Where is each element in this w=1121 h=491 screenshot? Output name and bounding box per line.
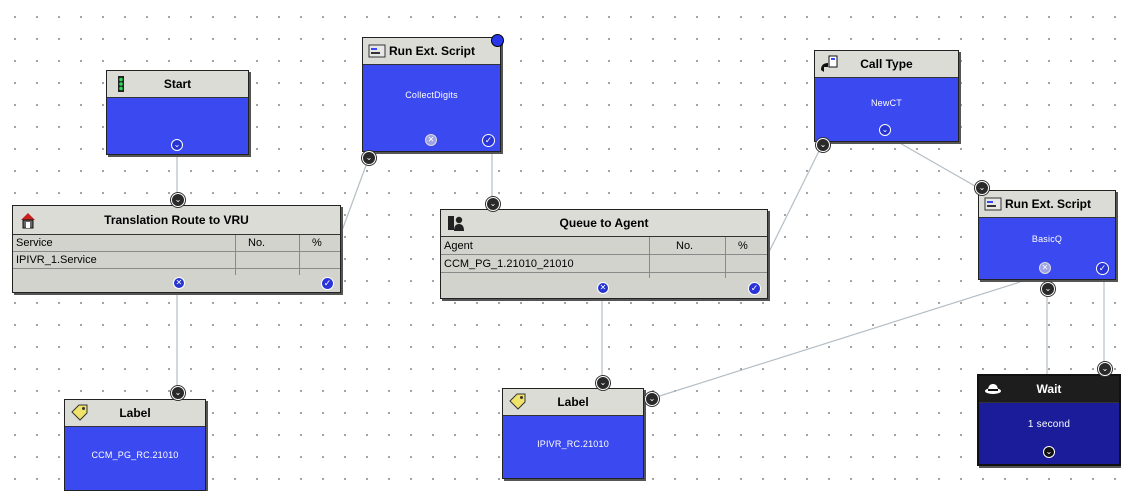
run-ext-script-collectdigits-body: CollectDigits bbox=[405, 90, 458, 100]
calltype-input-port[interactable]: ⌄ bbox=[816, 138, 830, 152]
run-ext-script-basicq-success-icon[interactable]: ✓ bbox=[1096, 262, 1109, 275]
tag-icon bbox=[71, 404, 88, 421]
label-center-node[interactable]: Label IPIVR_RC.21010 bbox=[502, 388, 644, 479]
label-center-input-port[interactable]: ⌄ bbox=[596, 376, 610, 390]
label-left-input-port[interactable]: ⌄ bbox=[171, 386, 185, 400]
wait-body: 1 second bbox=[1027, 419, 1071, 430]
collect-input-port[interactable]: ⌄ bbox=[362, 151, 376, 165]
queue-to-agent-title: Queue to Agent bbox=[559, 216, 649, 230]
translation-route-success-icon[interactable]: ✓ bbox=[321, 277, 334, 290]
run-ext-script-basicq-body: BasicQ bbox=[1031, 234, 1063, 244]
run-ext-script-collectdigits-title: Run Ext. Script bbox=[389, 44, 476, 58]
run-ext-script-basicq-header: Run Ext. Script bbox=[979, 191, 1115, 218]
agent-queue-icon bbox=[448, 216, 464, 231]
run-ext-script-collectdigits-failure-icon[interactable]: ✕ bbox=[425, 134, 437, 146]
queue-to-agent-col-agent: Agent bbox=[444, 240, 473, 252]
wire-calltype-to-basicq bbox=[897, 141, 983, 191]
wire-translation-to-collect bbox=[339, 159, 369, 237]
queue-to-agent-success-icon[interactable]: ✓ bbox=[748, 282, 761, 295]
wire-queue-to-calltype bbox=[766, 144, 823, 257]
translation-route-node[interactable]: Translation Route to VRU Service No. % I… bbox=[12, 205, 341, 293]
translation-route-col-service: Service bbox=[16, 237, 53, 249]
label-left-header: Label bbox=[65, 400, 205, 427]
queue-to-agent-node[interactable]: Queue to Agent Agent No. % CCM_PG_1.2101… bbox=[440, 209, 768, 299]
translation-route-failure-icon[interactable]: ✕ bbox=[173, 277, 185, 289]
script-icon bbox=[368, 44, 386, 58]
start-node-header: Start bbox=[107, 71, 248, 98]
queue-to-agent-col-percent: % bbox=[738, 240, 748, 252]
call-type-title: Call Type bbox=[860, 57, 913, 71]
wait-title: Wait bbox=[1036, 382, 1062, 396]
wait-node[interactable]: Wait 1 second ⌄ bbox=[977, 374, 1121, 466]
label-center-side-port[interactable]: ⌄ bbox=[645, 392, 659, 406]
label-center-title: Label bbox=[557, 395, 589, 409]
wait-input-port[interactable]: ⌄ bbox=[1098, 362, 1112, 376]
run-ext-script-basicq-title: Run Ext. Script bbox=[1005, 197, 1092, 211]
hat-icon bbox=[985, 384, 1001, 394]
basicq-output-port[interactable]: ⌄ bbox=[1041, 282, 1055, 296]
route-house-icon bbox=[21, 213, 35, 229]
translation-route-header: Translation Route to VRU bbox=[13, 206, 340, 235]
label-left-node[interactable]: Label CCM_PG_RC.21010 bbox=[64, 399, 206, 491]
basicq-input-port[interactable]: ⌄ bbox=[975, 181, 989, 195]
translation-route-col-no: No. bbox=[248, 237, 266, 249]
start-node-title: Start bbox=[163, 77, 192, 91]
queue-to-agent-col-no: No. bbox=[676, 240, 694, 252]
label-center-header: Label bbox=[503, 389, 643, 416]
call-type-node[interactable]: Call Type NewCT ⌄ bbox=[814, 50, 959, 142]
translation-route-col-percent: % bbox=[312, 237, 322, 249]
label-left-title: Label bbox=[119, 406, 151, 420]
tag-icon bbox=[509, 393, 526, 410]
translation-route-row-service: IPIVR_1.Service bbox=[16, 254, 97, 266]
run-ext-script-basicq-node[interactable]: Run Ext. Script BasicQ ✕ ✓ bbox=[978, 190, 1116, 280]
label-center-body: IPIVR_RC.21010 bbox=[537, 439, 609, 449]
queue-to-agent-header: Queue to Agent bbox=[441, 210, 767, 237]
telephone-icon bbox=[821, 55, 838, 72]
call-type-body: NewCT bbox=[870, 98, 902, 108]
run-ext-script-basicq-failure-icon[interactable]: ✕ bbox=[1039, 262, 1051, 274]
traffic-light-icon bbox=[118, 76, 124, 92]
start-output-icon[interactable]: ⌄ bbox=[171, 139, 183, 151]
call-type-output-icon[interactable]: ⌄ bbox=[879, 124, 891, 136]
wait-header: Wait bbox=[979, 376, 1119, 403]
queue-to-agent-failure-icon[interactable]: ✕ bbox=[597, 282, 609, 294]
start-node[interactable]: Start ⌄ bbox=[106, 70, 249, 155]
run-ext-script-collectdigits-status-icon bbox=[491, 34, 504, 47]
wire-basicq-to-label-center bbox=[649, 281, 1021, 400]
run-ext-script-collectdigits-success-icon[interactable]: ✓ bbox=[482, 134, 495, 147]
label-left-body: CCM_PG_RC.21010 bbox=[91, 450, 179, 460]
run-ext-script-collectdigits-header: Run Ext. Script bbox=[363, 38, 500, 65]
translation-route-title: Translation Route to VRU bbox=[104, 213, 249, 227]
run-ext-script-collectdigits-node[interactable]: Run Ext. Script CollectDigits ✕ ✓ bbox=[362, 34, 504, 152]
script-icon bbox=[984, 197, 1002, 211]
wait-output-icon[interactable]: ⌄ bbox=[1043, 446, 1055, 458]
queue-to-agent-row-agent: CCM_PG_1.21010_21010 bbox=[444, 258, 574, 270]
queue-input-port[interactable]: ⌄ bbox=[486, 197, 500, 211]
start-input-port[interactable]: ⌄ bbox=[171, 193, 185, 207]
call-type-header: Call Type bbox=[815, 51, 958, 78]
